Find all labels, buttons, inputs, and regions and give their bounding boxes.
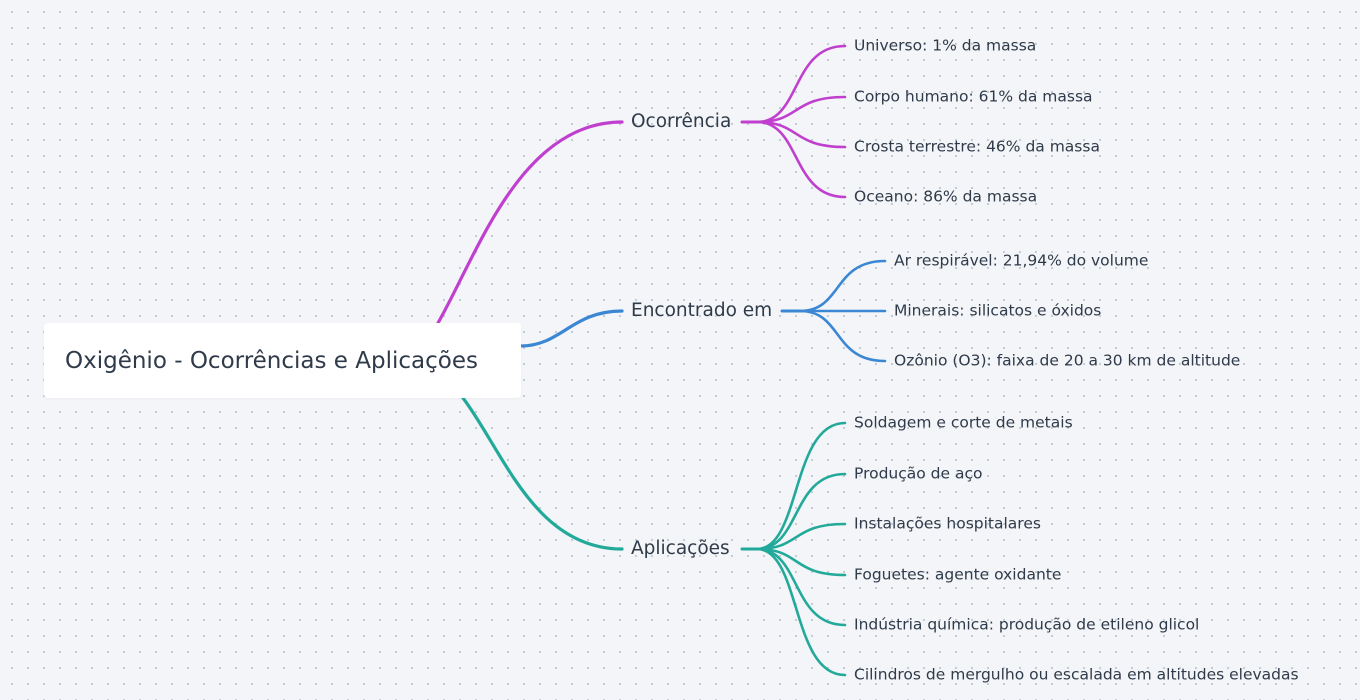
- leaf-node[interactable]: Instalações hospitalares: [854, 514, 1041, 533]
- leaf-connector: [755, 95, 847, 124]
- leaf-connector: [755, 547, 847, 627]
- root-node[interactable]: Oxigênio - Ocorrências e Aplicações: [44, 323, 521, 398]
- leaf-connector: [755, 547, 847, 677]
- leaf-node[interactable]: Corpo humano: 61% da massa: [854, 87, 1093, 106]
- leaf-connector: [755, 421, 847, 551]
- leaf-node[interactable]: Foguetes: agente oxidante: [854, 565, 1062, 584]
- leaf-node[interactable]: Cilindros de mergulho ou escalada em alt…: [854, 665, 1299, 684]
- branch-node[interactable]: Encontrado em: [631, 299, 773, 321]
- branch-connector: [461, 396, 624, 551]
- leaf-node[interactable]: Ozônio (O3): faixa de 20 a 30 km de alti…: [894, 351, 1241, 370]
- leaf-node[interactable]: Soldagem e corte de metais: [854, 413, 1073, 432]
- branch-node[interactable]: Ocorrência: [631, 110, 732, 132]
- branch-node[interactable]: Aplicações: [631, 537, 730, 559]
- root-title: Oxigênio - Ocorrências e Aplicações: [65, 347, 478, 374]
- leaf-connector: [755, 120, 847, 199]
- leaf-node[interactable]: Indústria química: produção de etileno g…: [854, 615, 1200, 634]
- branch-connector: [436, 120, 624, 325]
- leaf-node[interactable]: Minerais: silicatos e óxidos: [894, 301, 1102, 320]
- leaf-node[interactable]: Universo: 1% da massa: [854, 36, 1037, 55]
- leaf-node[interactable]: Oceano: 86% da massa: [854, 187, 1038, 206]
- leaf-connector: [798, 309, 887, 363]
- leaf-connector: [755, 44, 847, 124]
- leaf-node[interactable]: Ar respirável: 21,94% do volume: [894, 251, 1149, 270]
- leaf-node[interactable]: Produção de aço: [854, 464, 983, 483]
- leaf-node[interactable]: Crosta terrestre: 46% da massa: [854, 137, 1100, 156]
- leaf-connector: [755, 522, 847, 551]
- leaf-connector: [755, 120, 847, 149]
- leaf-connector: [755, 547, 847, 577]
- leaf-connector: [755, 472, 847, 551]
- leaf-connector: [798, 259, 887, 313]
- branch-connector: [519, 309, 624, 348]
